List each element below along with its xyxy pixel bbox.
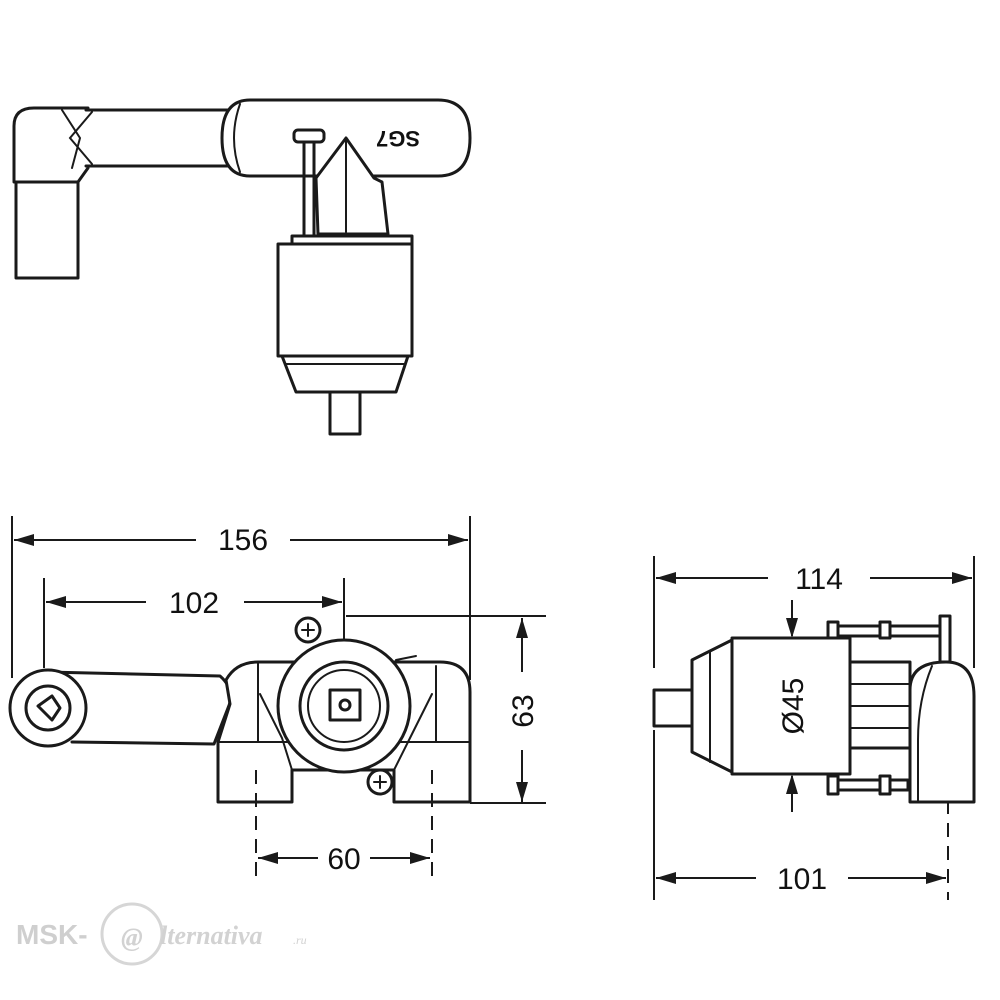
side-stem	[652, 688, 694, 728]
side-housing	[908, 660, 976, 804]
dim-102: 102	[46, 587, 342, 620]
side-taper	[690, 638, 734, 774]
cartridge-body	[276, 242, 414, 358]
dim-60-label: 60	[327, 843, 360, 876]
front-spout-hole	[36, 694, 62, 722]
dim-63-label: 63	[507, 694, 540, 727]
screw-head-top	[294, 616, 322, 644]
dim-60: 60	[258, 843, 430, 876]
spout-arm	[84, 108, 238, 168]
dim-101: 101	[656, 863, 946, 896]
part-marking: SG7	[376, 126, 420, 151]
side-screw-bottom	[826, 774, 910, 796]
dim-156: 156	[14, 524, 468, 557]
watermark-at: @	[121, 923, 143, 952]
dim-101-label: 101	[777, 863, 827, 896]
side-cartridge	[730, 636, 852, 776]
handle-cap-edge	[233, 103, 241, 173]
watermark-logo: MSK- @ lternativa .ru	[16, 902, 307, 966]
dim-114-label: 114	[795, 563, 843, 596]
front-spindle-hole	[338, 698, 352, 712]
dim-156-label: 156	[218, 524, 268, 557]
dim-diameter-45-label: Ø45	[777, 678, 810, 735]
spout-nozzle	[14, 180, 80, 280]
watermark-prefix: MSK-	[16, 919, 88, 950]
dim-diameter-45: Ø45	[777, 600, 810, 812]
dim-114: 114	[656, 563, 972, 596]
screw-head-bottom	[366, 768, 394, 796]
cartridge-taper	[280, 354, 410, 394]
side-view: Ø45 114 101	[652, 556, 976, 900]
front-view: 156 102 63 60	[8, 516, 546, 880]
front-body-rib-right	[393, 693, 433, 771]
spout-elbow	[12, 106, 90, 184]
watermark-main: lternativa	[160, 921, 263, 950]
dim-63: 63	[507, 618, 540, 802]
diverter-cone	[314, 136, 390, 236]
spout-arm-joint	[68, 111, 93, 165]
watermark-ring	[100, 902, 164, 966]
dim-102-label: 102	[169, 587, 219, 620]
side-housing-edge	[917, 665, 933, 803]
cartridge-stem	[328, 390, 362, 436]
front-small-detail	[395, 655, 417, 661]
front-boss-ring	[307, 669, 381, 743]
front-body-rib-left	[259, 693, 293, 771]
watermark-suffix: .ru	[293, 933, 307, 947]
top-view: SG7	[12, 98, 472, 436]
spout-elbow-seam	[61, 109, 82, 169]
